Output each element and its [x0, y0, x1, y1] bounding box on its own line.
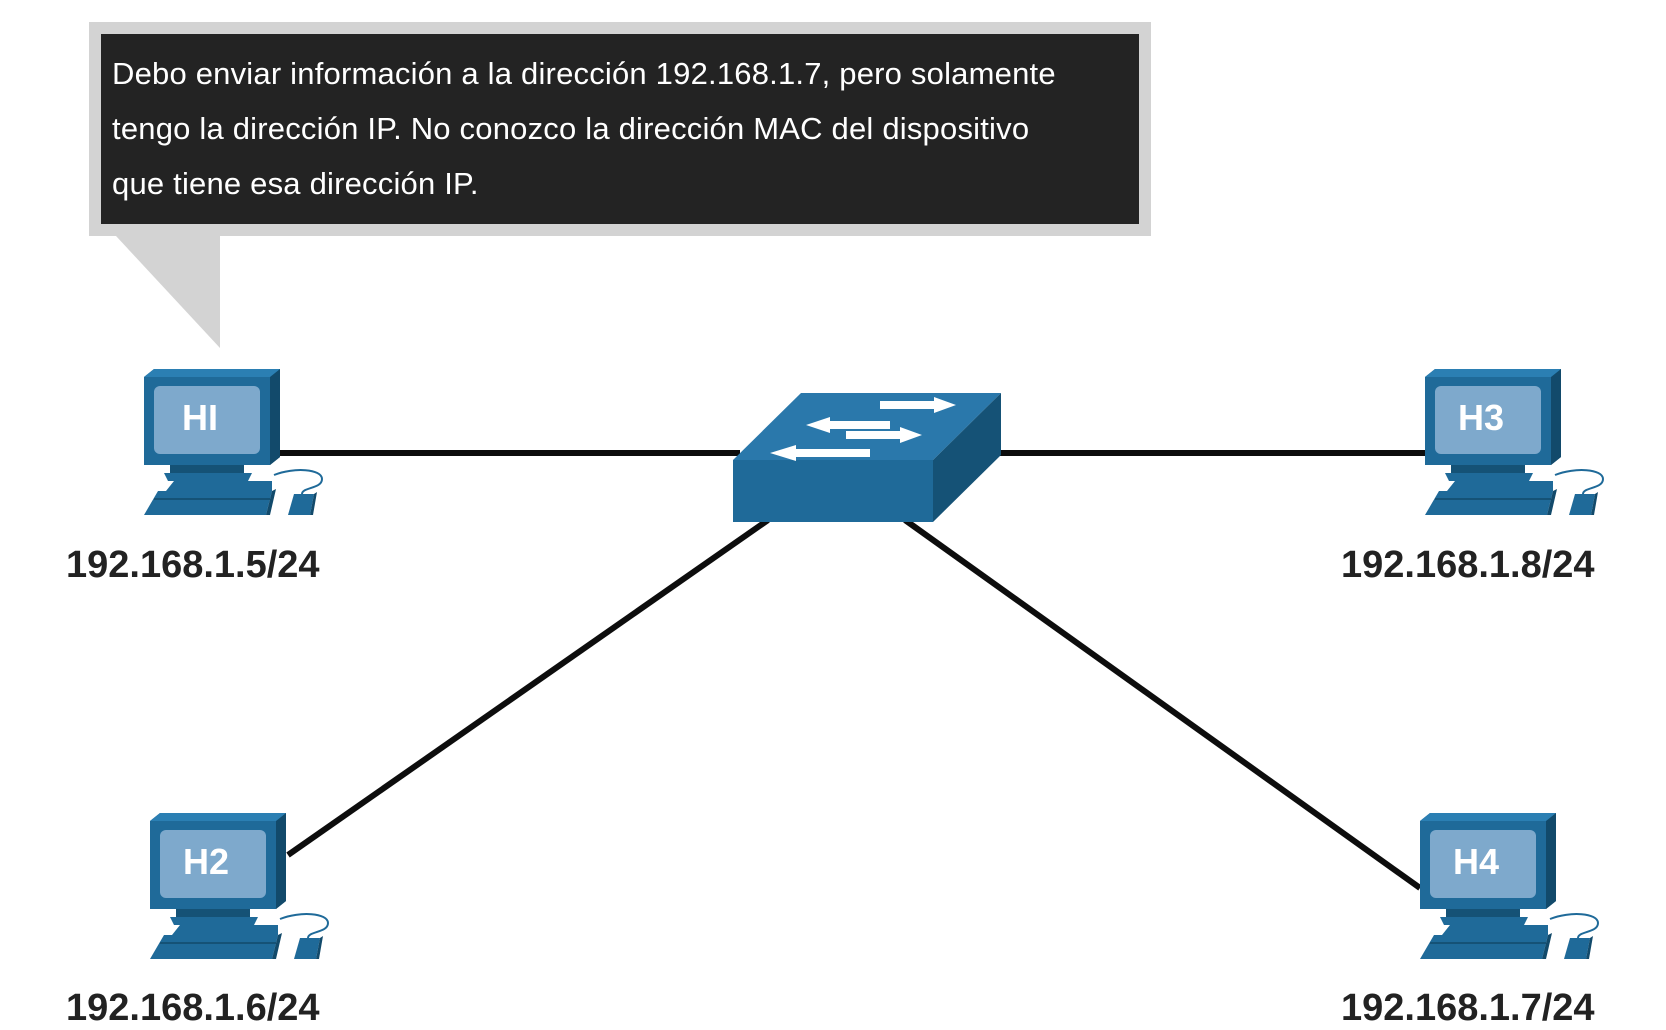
host-name-h4: H4	[1452, 841, 1500, 882]
computer-icon-h1	[143, 368, 323, 516]
ip-label-h2: 192.168.1.6/24	[66, 987, 320, 1029]
computer-icon-h3	[1424, 368, 1604, 516]
callout-line: Debo enviar información a la dirección 1…	[112, 56, 1056, 91]
host-name-h1: HI	[182, 397, 218, 438]
host-name-h2: H2	[182, 841, 230, 882]
callout-line: que tiene esa dirección IP.	[112, 166, 479, 201]
link-switch-h2	[286, 517, 770, 858]
computer-icon-h2	[149, 812, 329, 960]
callout-line: tengo la dirección IP. No conozco la dir…	[112, 111, 1030, 146]
ip-label-h3: 192.168.1.8/24	[1341, 544, 1595, 586]
ip-label-h1: 192.168.1.5/24	[66, 544, 320, 586]
host-name-h3: H3	[1457, 397, 1505, 438]
ip-label-h4: 192.168.1.7/24	[1341, 987, 1595, 1029]
link-switch-h4	[903, 517, 1422, 891]
speech-callout	[89, 22, 1151, 348]
computer-icon-h4	[1419, 812, 1599, 960]
switch-icon	[733, 393, 1001, 522]
callout-message: Debo enviar información a la dirección 1…	[112, 46, 1132, 211]
